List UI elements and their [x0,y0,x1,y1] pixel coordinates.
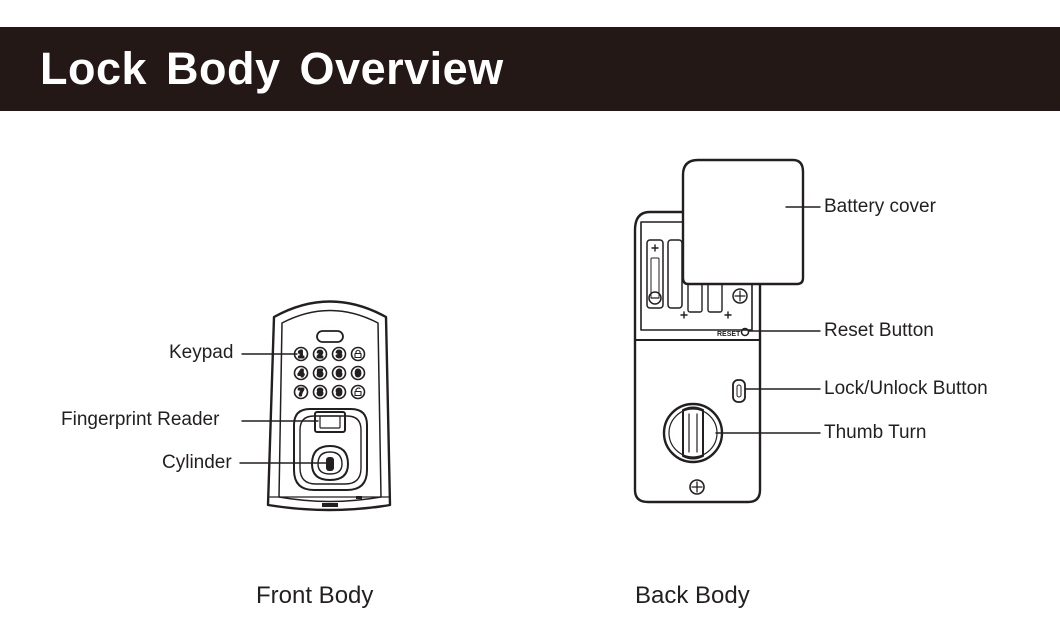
keypad-key-7: 7 [293,384,309,400]
battery-left-2 [667,239,683,309]
back-housing [633,210,762,504]
keypad-digit: 8 [317,388,323,399]
back-body-caption: Back Body [635,582,750,609]
back-body [633,158,805,504]
keypad-key-2: 2 [312,346,328,362]
front-body: 1 2 3 4 5 6 0 7 8 9 [266,300,392,512]
battery-cover-label: Battery cover [824,196,936,217]
fingerprint-reader [314,411,346,433]
keypad-key-4: 4 [293,365,309,381]
keypad-digit: 6 [336,369,342,380]
keypad-digit: 3 [336,350,342,361]
cylinder-label: Cylinder [162,452,232,473]
fingerprint-reader-label: Fingerprint Reader [61,409,220,430]
keypad-key-6: 6 [331,365,347,381]
thumb-turn [662,402,724,464]
lock-unlock-button [732,379,746,403]
reset-button [740,327,750,337]
keypad-label: Keypad [169,342,234,363]
page-title: Lock Body Overview [40,43,504,94]
battery-right [707,281,723,313]
keypad-digit: 9 [336,388,342,399]
battery-mid [687,281,703,313]
keypad-key-9: 9 [331,384,347,400]
lock-unlock-button-label: Lock/Unlock Button [824,378,988,399]
front-status-led [316,330,344,343]
keypad-key-8: 8 [312,384,328,400]
keypad-grid: 1 2 3 4 5 6 0 7 8 9 [293,346,366,400]
keypad-key-lock [350,346,366,362]
reset-button-label: Reset Button [824,320,934,341]
header-bar [0,27,1060,111]
back-screw [689,479,705,495]
keyway [326,457,334,471]
front-body-caption: Front Body [256,582,374,609]
unlock-icon [354,387,362,397]
keypad-digit: 7 [298,388,304,399]
keypad-key-0: 0 [350,365,366,381]
keypad-digit: 1 [298,350,304,361]
keypad-key-unlock [350,384,366,400]
keypad-digit: 0 [355,369,361,380]
cylinder [311,445,349,481]
front-escutcheon [266,300,392,512]
thumb-turn-grip [682,406,704,460]
keypad-key-5: 5 [312,365,328,381]
fingerprint-cylinder-housing [293,408,368,491]
keypad-digit: 2 [317,350,323,361]
reset-mark: RESET [717,331,741,338]
thumb-turn-label: Thumb Turn [824,422,927,443]
battery-cover [681,158,805,286]
battery-left-1 [646,239,664,309]
lock-icon [354,349,362,359]
keypad-key-3: 3 [331,346,347,362]
keypad-digit: 4 [298,369,304,380]
keypad-digit: 5 [317,369,323,380]
